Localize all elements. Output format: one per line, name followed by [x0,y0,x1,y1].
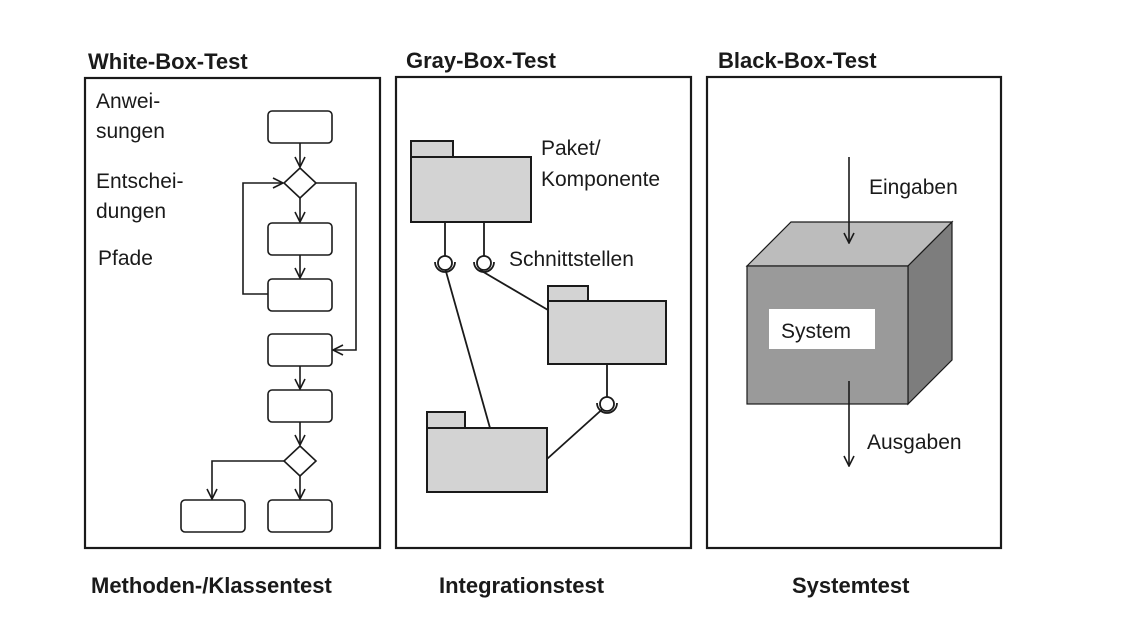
flowchart-statement-box [267,389,333,423]
gray-box-footer: Integrationstest [439,573,605,598]
label-anweisungen-line1: Anwei- [96,90,160,113]
package-icon [547,285,667,365]
package-components [410,140,667,493]
flowchart-statement-box [180,499,246,533]
white-box-panel: White-Box-Test Anwei- sungen Entschei- d… [83,49,382,598]
interface-sockets [434,255,618,414]
black-box-panel: Black-Box-Test System Eingaben Ausgaben … [705,48,1003,598]
label-entscheidungen-line2: dungen [96,200,166,223]
label-system: System [781,320,851,343]
system-label-box [769,309,875,349]
flowchart-statement-box [267,499,333,533]
flowchart-edges [212,143,357,499]
gray-box-title: Gray-Box-Test [406,48,557,73]
black-box-title: Black-Box-Test [718,48,877,73]
black-box-footer: Systemtest [792,573,910,598]
white-box-title: White-Box-Test [88,49,248,74]
flowchart-statement-box [267,333,333,367]
package-icon [410,140,532,223]
flowchart-statement-box [267,110,333,144]
interface-socket-icon [473,255,495,273]
label-anweisungen-line2: sungen [96,120,165,143]
label-paket-line2: Komponente [541,168,660,191]
label-pfade: Pfade [98,247,153,270]
interface-socket-icon [434,255,456,273]
white-box-frame [83,76,382,550]
label-ausgaben: Ausgaben [867,431,962,454]
interface-connections [444,222,608,460]
label-schnittstellen: Schnittstellen [509,248,634,271]
label-eingaben: Eingaben [869,176,958,199]
interface-socket-icon [596,396,618,414]
white-box-footer: Methoden-/Klassentest [91,573,332,598]
gray-box-panel: Gray-Box-Test [394,48,693,598]
flowchart-statement-box [267,222,333,256]
label-entscheidungen-line1: Entschei- [96,170,184,193]
flowchart-statement-box [267,278,333,312]
label-paket-line1: Paket/ [541,137,601,160]
package-icon [426,411,548,493]
